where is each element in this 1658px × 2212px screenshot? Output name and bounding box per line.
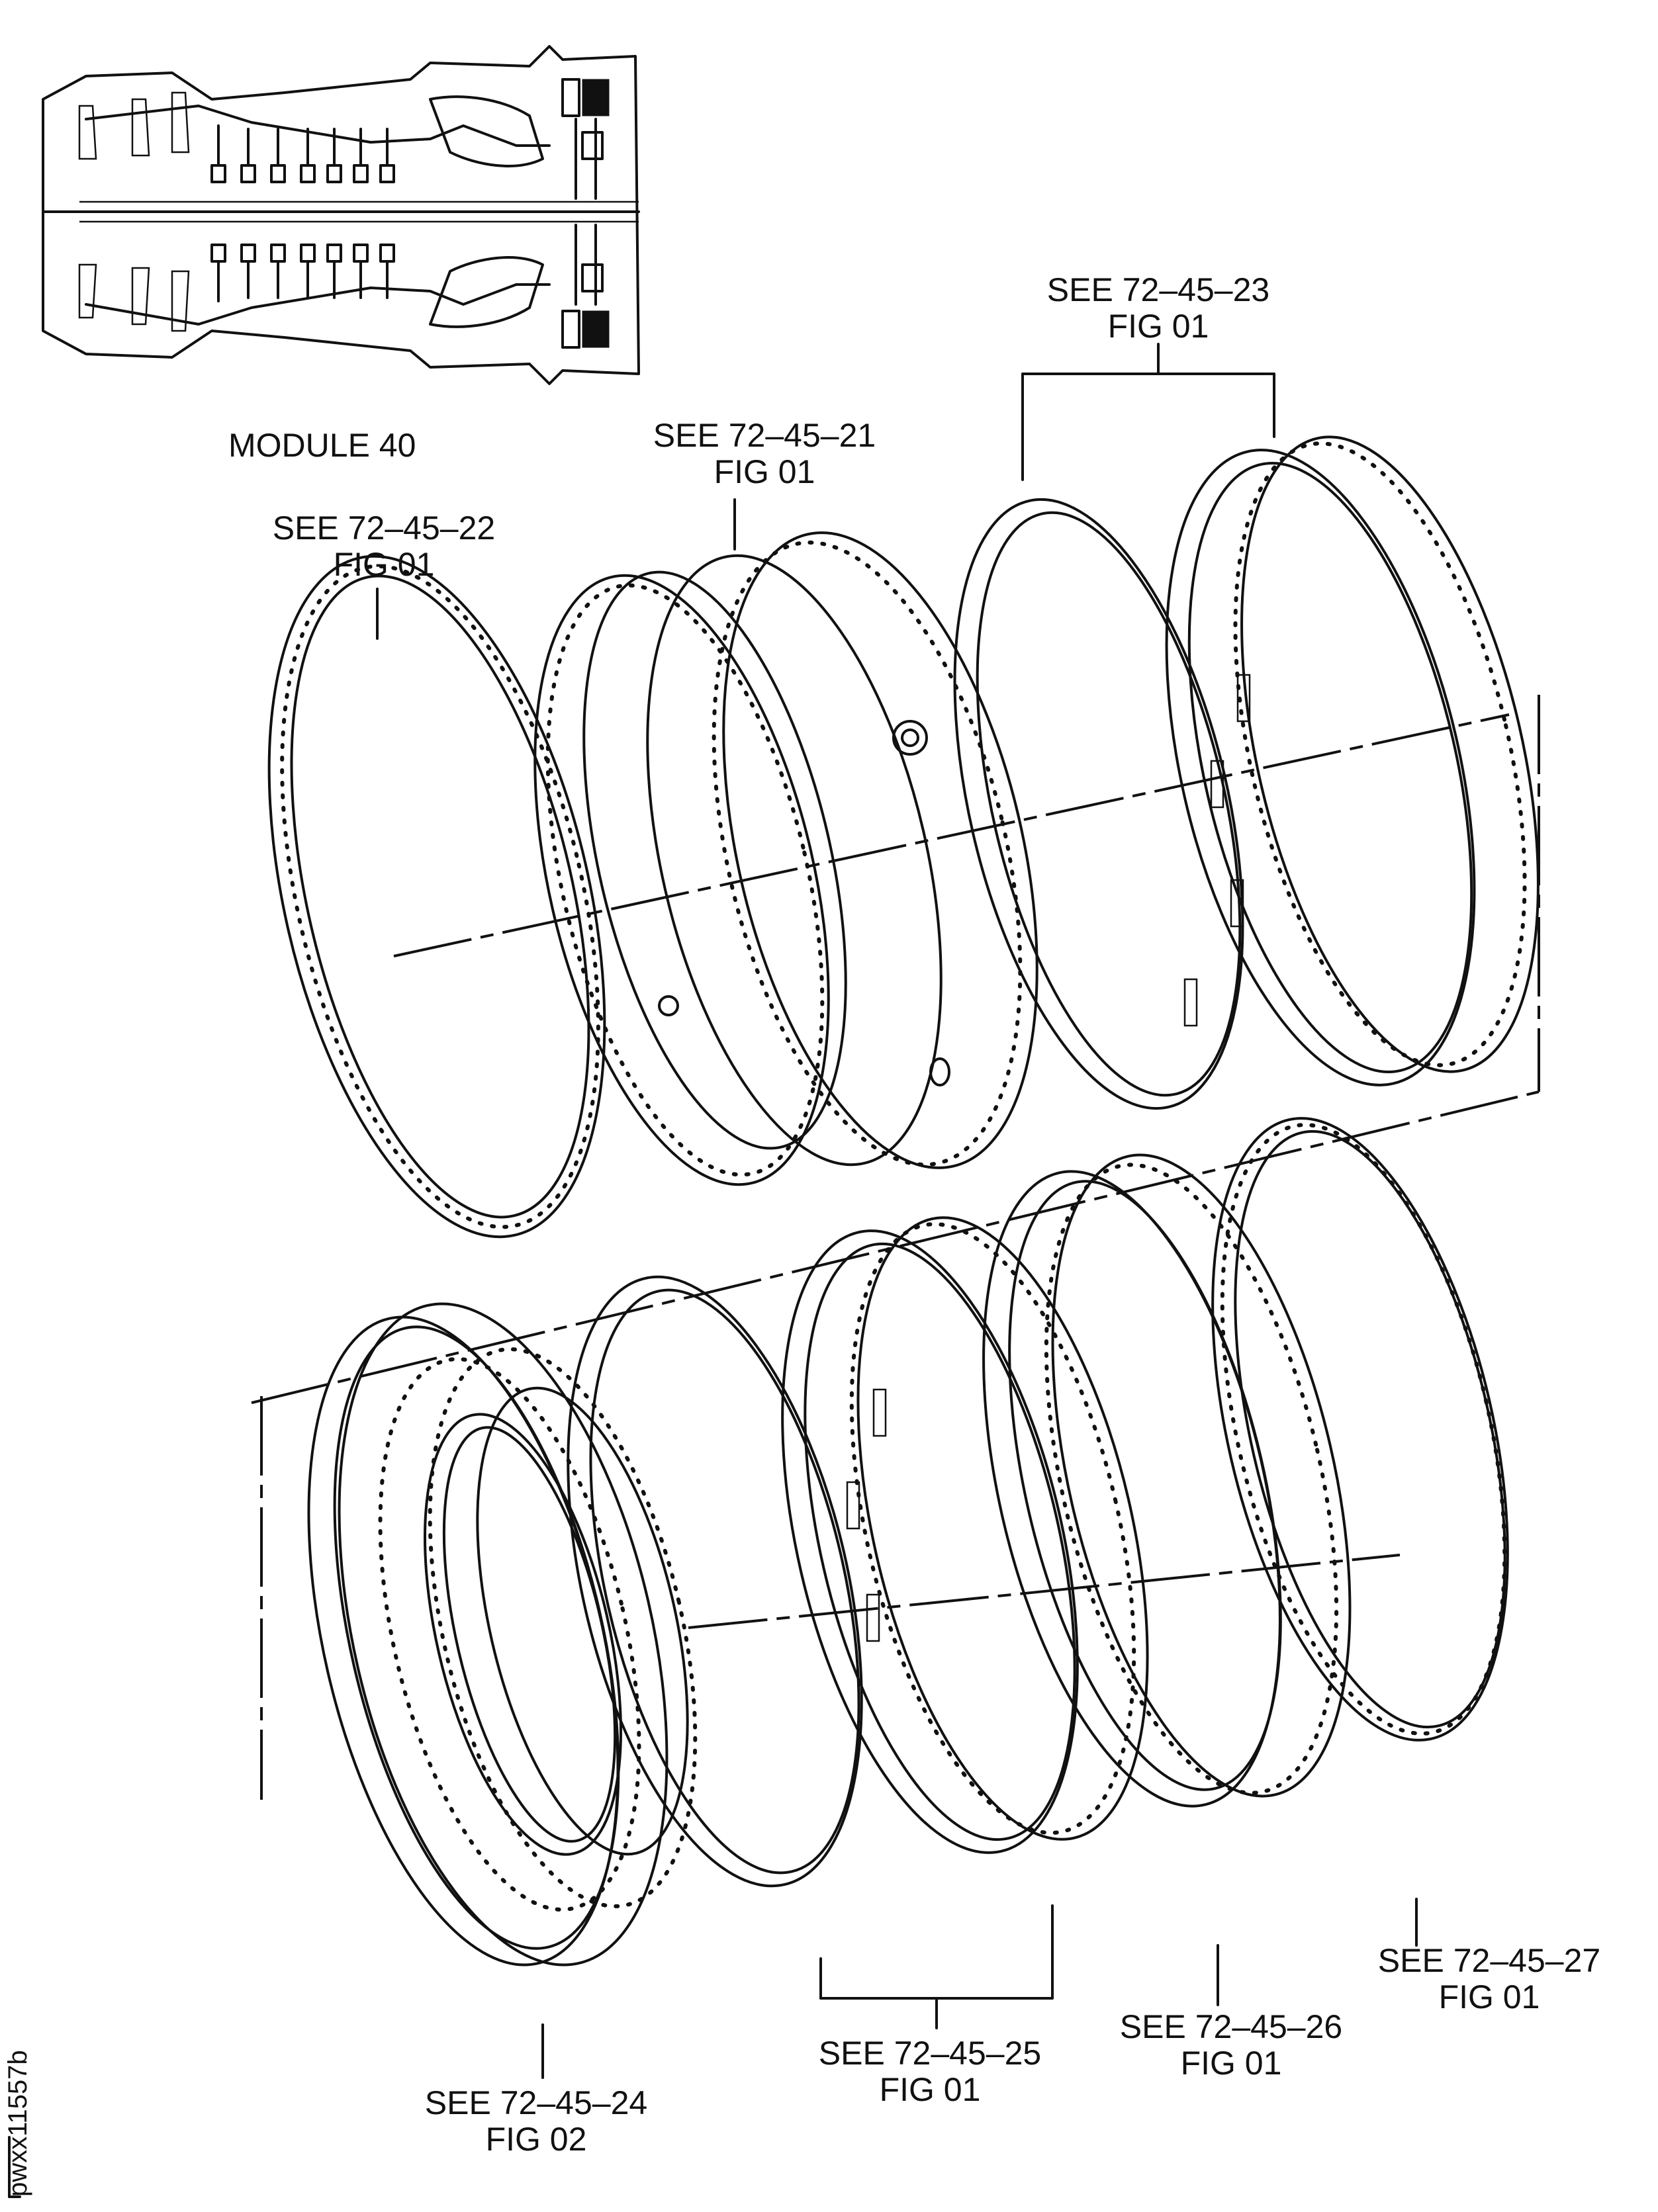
reference-label-72-45-25: SEE 72–45–25 FIG 01 — [819, 2035, 1041, 2108]
svg-text:SEE 72–45–23: SEE 72–45–23 — [1047, 271, 1269, 308]
svg-text:FIG 02: FIG 02 — [486, 2121, 587, 2158]
segments-72-45-23 — [953, 435, 1540, 1110]
case-72-45-21 — [533, 531, 1038, 1186]
reference-label-72-45-27: SEE 72–45–27 FIG 01 — [1378, 1942, 1600, 2015]
svg-text:SEE 72–45–27: SEE 72–45–27 — [1378, 1942, 1600, 1979]
leader-lines — [8, 343, 1418, 2198]
engine-cross-section — [42, 45, 640, 385]
reference-label-72-45-24: SEE 72–45–24 FIG 02 — [425, 2084, 647, 2158]
svg-text:FIG 01: FIG 01 — [1108, 308, 1209, 345]
ring-72-45-22 — [267, 554, 606, 1239]
svg-text:SEE 72–45–24: SEE 72–45–24 — [425, 2084, 647, 2121]
svg-text:FIG 01: FIG 01 — [1439, 1978, 1540, 2015]
ring-72-45-27 — [1211, 1117, 1509, 1742]
svg-text:SEE 72–45–21: SEE 72–45–21 — [653, 417, 876, 454]
reference-label-72-45-23: SEE 72–45–23 FIG 01 — [1047, 271, 1269, 345]
svg-text:FIG 01: FIG 01 — [880, 2071, 981, 2108]
reference-label-72-45-22: SEE 72–45–22 FIG 01 — [273, 509, 495, 583]
svg-text:SEE 72–45–22: SEE 72–45–22 — [273, 509, 495, 547]
segments-72-45-25 — [567, 1216, 1149, 1888]
svg-text:FIG 01: FIG 01 — [1181, 2045, 1282, 2082]
svg-text:SEE 72–45–26: SEE 72–45–26 — [1120, 2008, 1342, 2045]
svg-text:SEE 72–45–25: SEE 72–45–25 — [819, 2035, 1041, 2072]
assembly-72-45-24 — [307, 1302, 698, 1967]
reference-label-72-45-26: SEE 72–45–26 FIG 01 — [1120, 2008, 1342, 2082]
reference-label-72-45-21: SEE 72–45–21 FIG 01 — [653, 417, 876, 490]
svg-text:FIG 01: FIG 01 — [334, 546, 435, 583]
svg-text:FIG 01: FIG 01 — [714, 453, 815, 490]
module-label: MODULE 40 — [228, 427, 416, 464]
axis-lines — [251, 695, 1540, 1800]
ring-72-45-26 — [982, 1153, 1352, 1808]
figure-code: pwxx11557b — [3, 2050, 32, 2197]
